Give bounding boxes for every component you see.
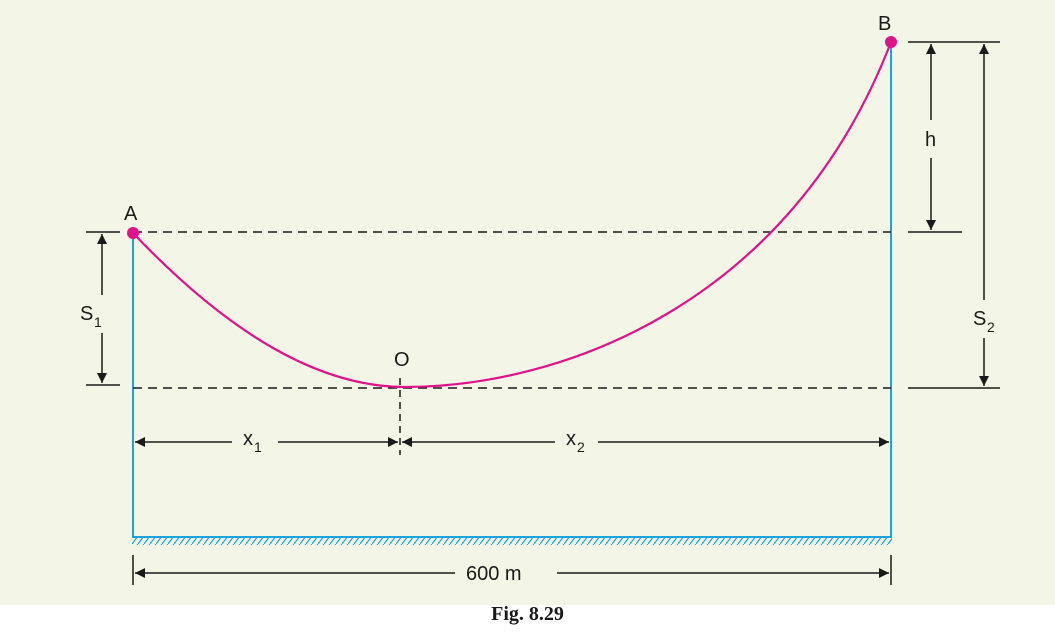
span-label: 600 m bbox=[466, 563, 522, 585]
point-b-label: B bbox=[878, 13, 891, 35]
point-a-label: A bbox=[124, 203, 138, 225]
point-o-label: O bbox=[394, 349, 410, 371]
point-b-dot bbox=[885, 36, 897, 48]
point-a-dot bbox=[127, 227, 139, 239]
x1-label: x bbox=[243, 428, 253, 450]
x2-subscript: 2 bbox=[577, 439, 585, 455]
s1-label: S bbox=[80, 303, 93, 325]
s2-label: S bbox=[973, 308, 986, 330]
s2-subscript: 2 bbox=[987, 319, 995, 335]
x2-label: x bbox=[566, 428, 576, 450]
x1-subscript: 1 bbox=[254, 439, 262, 455]
ground-hatch bbox=[132, 538, 892, 545]
diagram-panel bbox=[0, 0, 1055, 605]
figure-caption: Fig. 8.29 bbox=[491, 603, 564, 625]
cable-diagram: A B O h S 1 S 2 x 1 x 2 600 m bbox=[80, 13, 1000, 585]
h-label: h bbox=[925, 129, 936, 151]
s1-subscript: 1 bbox=[94, 314, 102, 330]
cable-curve bbox=[132, 41, 893, 389]
